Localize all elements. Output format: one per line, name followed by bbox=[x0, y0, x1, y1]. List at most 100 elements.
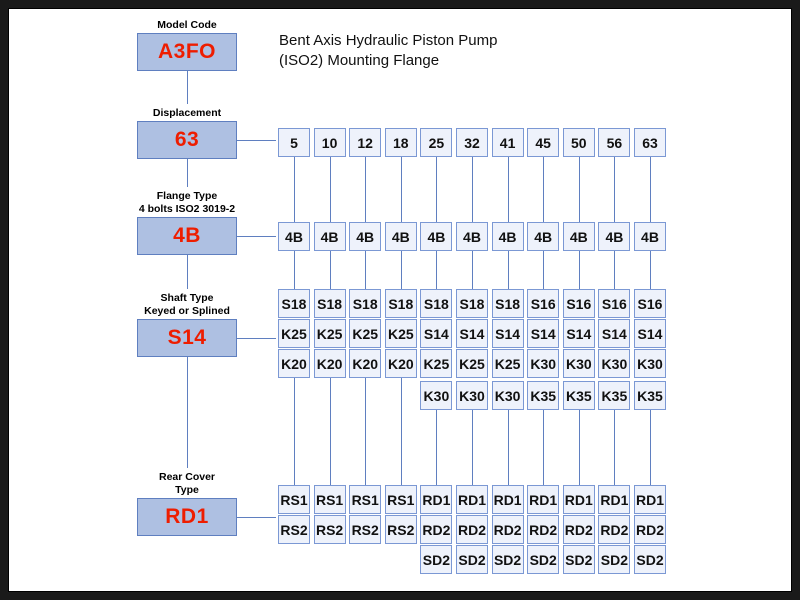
option-cell[interactable]: K25 bbox=[313, 319, 346, 348]
option-cell[interactable]: K25 bbox=[278, 319, 310, 348]
option-cell[interactable]: 4B bbox=[598, 222, 631, 251]
option-cell[interactable]: RD1 bbox=[456, 485, 488, 514]
option-cell[interactable]: S16 bbox=[527, 289, 560, 318]
option-cell[interactable]: RS1 bbox=[313, 485, 346, 514]
option-cell[interactable]: S18 bbox=[420, 289, 453, 318]
option-cell[interactable]: 5 bbox=[278, 128, 310, 157]
option-cell[interactable]: K30 bbox=[598, 349, 631, 378]
option-cell[interactable]: K30 bbox=[634, 349, 666, 378]
option-cell[interactable]: SD2 bbox=[420, 545, 453, 574]
option-cell[interactable]: RD2 bbox=[598, 515, 631, 544]
option-cell[interactable]: RD2 bbox=[634, 515, 666, 544]
selected-displacement[interactable]: 63 bbox=[137, 121, 237, 159]
option-cell[interactable]: RD2 bbox=[456, 515, 488, 544]
option-cell[interactable]: RD1 bbox=[420, 485, 453, 514]
option-cell[interactable]: RD1 bbox=[527, 485, 560, 514]
option-cell[interactable]: 4B bbox=[313, 222, 346, 251]
option-cell[interactable]: K25 bbox=[491, 349, 524, 378]
option-cell[interactable]: S18 bbox=[384, 289, 417, 318]
option-cell[interactable]: RD2 bbox=[527, 515, 560, 544]
option-cell[interactable]: SD2 bbox=[527, 545, 560, 574]
option-cell[interactable]: K35 bbox=[634, 381, 666, 410]
option-cell[interactable]: RD2 bbox=[491, 515, 524, 544]
selected-shaft_type[interactable]: S14 bbox=[137, 319, 237, 357]
option-cell[interactable]: 56 bbox=[598, 128, 631, 157]
selected-model_code[interactable]: A3FO bbox=[137, 33, 237, 71]
option-cell[interactable]: RD2 bbox=[420, 515, 453, 544]
option-cell[interactable]: SD2 bbox=[456, 545, 488, 574]
option-cell[interactable]: RS2 bbox=[384, 515, 417, 544]
option-cell[interactable]: 4B bbox=[562, 222, 595, 251]
option-cell[interactable]: 41 bbox=[491, 128, 524, 157]
selected-rear_cover_type[interactable]: RD1 bbox=[137, 498, 237, 536]
option-cell[interactable]: S16 bbox=[598, 289, 631, 318]
option-cell[interactable]: RD1 bbox=[598, 485, 631, 514]
option-cell[interactable]: S16 bbox=[634, 289, 666, 318]
option-cell[interactable]: 4B bbox=[527, 222, 560, 251]
option-cell[interactable]: 50 bbox=[562, 128, 595, 157]
option-cell[interactable]: SD2 bbox=[598, 545, 631, 574]
option-cell[interactable]: S14 bbox=[491, 319, 524, 348]
option-cell[interactable]: RS2 bbox=[349, 515, 382, 544]
option-cell[interactable]: RD1 bbox=[634, 485, 666, 514]
option-cell[interactable]: S14 bbox=[598, 319, 631, 348]
option-cell[interactable]: 63 bbox=[634, 128, 666, 157]
option-cell[interactable]: 4B bbox=[634, 222, 666, 251]
option-cell[interactable]: S18 bbox=[456, 289, 488, 318]
option-cell[interactable]: 4B bbox=[491, 222, 524, 251]
option-cell[interactable]: K30 bbox=[562, 349, 595, 378]
option-cell[interactable]: K20 bbox=[278, 349, 310, 378]
option-cell[interactable]: S18 bbox=[349, 289, 382, 318]
option-cell[interactable]: 12 bbox=[349, 128, 382, 157]
option-cell[interactable]: S18 bbox=[313, 289, 346, 318]
option-cell[interactable]: S14 bbox=[420, 319, 453, 348]
option-cell[interactable]: S14 bbox=[527, 319, 560, 348]
option-cell[interactable]: S18 bbox=[278, 289, 310, 318]
selected-flange_type[interactable]: 4B bbox=[137, 217, 237, 255]
option-cell[interactable]: K25 bbox=[349, 319, 382, 348]
option-cell[interactable]: K25 bbox=[420, 349, 453, 378]
option-cell[interactable]: 18 bbox=[384, 128, 417, 157]
option-cell[interactable]: 45 bbox=[527, 128, 560, 157]
option-cell[interactable]: 10 bbox=[313, 128, 346, 157]
option-cell[interactable]: RD2 bbox=[562, 515, 595, 544]
option-cell[interactable]: 4B bbox=[456, 222, 488, 251]
option-cell[interactable]: RD1 bbox=[562, 485, 595, 514]
option-cell[interactable]: K30 bbox=[527, 349, 560, 378]
option-cell[interactable]: K20 bbox=[313, 349, 346, 378]
option-cell[interactable]: 4B bbox=[420, 222, 453, 251]
option-cell[interactable]: K30 bbox=[491, 381, 524, 410]
option-cell[interactable]: 4B bbox=[384, 222, 417, 251]
option-cell[interactable]: 32 bbox=[456, 128, 488, 157]
option-cell[interactable]: 4B bbox=[278, 222, 310, 251]
option-cell[interactable]: K35 bbox=[527, 381, 560, 410]
option-cell[interactable]: K30 bbox=[456, 381, 488, 410]
column-connector bbox=[507, 410, 509, 485]
column-connector bbox=[650, 410, 651, 485]
option-cell[interactable]: K35 bbox=[598, 381, 631, 410]
option-cell[interactable]: K25 bbox=[384, 319, 417, 348]
column-connector bbox=[400, 157, 402, 222]
option-cell[interactable]: 25 bbox=[420, 128, 453, 157]
option-cell[interactable]: 4B bbox=[349, 222, 382, 251]
option-cell[interactable]: SD2 bbox=[562, 545, 595, 574]
option-cell[interactable]: RS1 bbox=[278, 485, 310, 514]
option-cell[interactable]: S14 bbox=[634, 319, 666, 348]
option-cell[interactable]: RS1 bbox=[349, 485, 382, 514]
option-cell[interactable]: K25 bbox=[456, 349, 488, 378]
option-cell[interactable]: RS2 bbox=[278, 515, 310, 544]
option-cell[interactable]: S14 bbox=[562, 319, 595, 348]
column-connector bbox=[329, 378, 331, 485]
option-cell[interactable]: K20 bbox=[349, 349, 382, 378]
option-cell[interactable]: K20 bbox=[384, 349, 417, 378]
option-cell[interactable]: RD1 bbox=[491, 485, 524, 514]
option-cell[interactable]: RS2 bbox=[313, 515, 346, 544]
option-cell[interactable]: K30 bbox=[420, 381, 453, 410]
option-cell[interactable]: RS1 bbox=[384, 485, 417, 514]
option-cell[interactable]: S18 bbox=[491, 289, 524, 318]
option-cell[interactable]: S14 bbox=[456, 319, 488, 348]
option-cell[interactable]: K35 bbox=[562, 381, 595, 410]
option-cell[interactable]: S16 bbox=[562, 289, 595, 318]
option-cell[interactable]: SD2 bbox=[634, 545, 666, 574]
option-cell[interactable]: SD2 bbox=[491, 545, 524, 574]
